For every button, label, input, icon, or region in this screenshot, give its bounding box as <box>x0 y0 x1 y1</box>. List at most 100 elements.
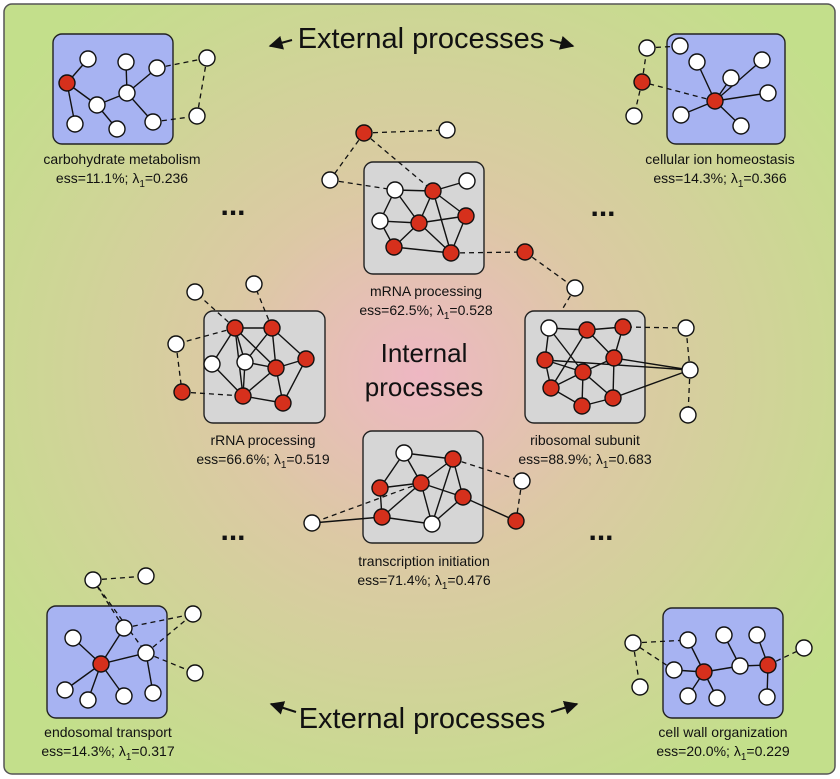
arrow-top-right <box>549 36 575 50</box>
inter-module-edge <box>311 482 422 524</box>
essential-node <box>706 92 724 110</box>
intra-module-edge <box>311 516 383 524</box>
nonessential-node <box>679 687 697 705</box>
essential-node <box>173 383 191 401</box>
nonessential-node <box>188 107 206 125</box>
ellipsis-bottom-right: ... <box>588 514 613 547</box>
inter-module-edge <box>196 57 208 117</box>
essential-node <box>542 379 560 397</box>
nonessential-node <box>186 283 204 301</box>
essential-node <box>297 350 315 368</box>
nonessential-node <box>753 51 771 69</box>
module-carbohydrate-metabolism: carbohydrate metabolism ess=11.1%; λ1=0.… <box>43 33 216 190</box>
essential-node <box>234 387 252 405</box>
nonessential-node <box>64 629 82 647</box>
nonessential-node <box>758 688 776 706</box>
arrow-top-left <box>268 35 293 50</box>
inter-module-edge <box>452 458 523 482</box>
nonessential-node <box>144 684 162 702</box>
nonessential-node <box>677 319 695 337</box>
nonessential-node <box>245 275 263 293</box>
nonessential-node <box>688 53 706 71</box>
module-name: carbohydrate metabolism <box>43 151 200 167</box>
internal-processes-label-line2: processes <box>365 372 484 402</box>
module-name: transcription initiation <box>358 553 490 569</box>
inter-module-edge <box>622 326 687 329</box>
module-cellular-ion-homeostasis: cellular ion homeostasis ess=14.3%; λ1=0… <box>625 33 795 190</box>
inter-module-edge <box>363 129 448 134</box>
nonessential-node <box>395 444 413 462</box>
module-endosomal-transport: endosomal transport ess=14.3%; λ1=0.317 <box>41 567 204 763</box>
external-processes-title-bottom: External processes <box>299 703 546 735</box>
nonessential-node <box>679 406 697 424</box>
essential-node <box>759 656 777 674</box>
essential-node <box>412 474 430 492</box>
intra-module-edge <box>462 496 517 522</box>
essential-node <box>385 238 403 256</box>
nonessential-node <box>167 335 185 353</box>
nonessential-node <box>184 605 202 623</box>
nonessential-node <box>681 361 699 379</box>
nonessential-node <box>79 691 97 709</box>
essential-node <box>92 655 110 673</box>
nonessential-node <box>423 515 441 533</box>
essential-node <box>573 397 591 415</box>
nonessential-node <box>708 689 726 707</box>
module-stats: ess=71.4%; λ1=0.476 <box>357 572 490 592</box>
essential-node <box>536 351 554 369</box>
nonessential-node <box>115 619 133 637</box>
module-rrna-processing: rRNA processing ess=66.6%; λ1=0.519 <box>167 275 330 471</box>
inter-module-edge <box>123 613 194 629</box>
essential-node <box>355 124 373 142</box>
nonessential-node <box>88 96 106 114</box>
nonessential-node <box>144 113 162 131</box>
inter-module-edge <box>515 480 523 522</box>
nonessential-node <box>566 279 584 297</box>
nonessential-node <box>108 120 126 138</box>
intra-module-edge <box>548 327 584 373</box>
essential-node <box>371 479 389 497</box>
inter-module-edge <box>92 579 147 654</box>
essential-node <box>274 394 292 412</box>
essential-node <box>604 389 622 407</box>
nonessential-node <box>438 121 456 139</box>
essential-node <box>263 319 281 337</box>
module-stats: ess=62.5%; λ1=0.528 <box>359 302 492 322</box>
essential-node <box>605 349 623 367</box>
essential-node <box>695 663 713 681</box>
inter-module-edge <box>524 251 576 289</box>
essential-node <box>226 319 244 337</box>
ellipsis-top-right: ... <box>590 190 615 223</box>
intra-module-edge <box>550 329 588 389</box>
nonessential-node <box>759 84 777 102</box>
nonessential-node <box>731 657 749 675</box>
nonessential-node <box>321 171 339 189</box>
nonessential-node <box>722 69 740 87</box>
nonessential-node <box>665 661 683 679</box>
nonessential-node <box>371 212 389 230</box>
inter-module-edge <box>632 639 689 644</box>
nonessential-node <box>117 53 135 71</box>
essential-node <box>442 244 460 262</box>
background-panel <box>3 3 836 775</box>
nonessential-node <box>79 50 97 68</box>
essential-node <box>424 182 442 200</box>
module-name: mRNA processing <box>370 283 482 299</box>
nonessential-node <box>66 115 84 133</box>
nonessential-node <box>748 626 766 644</box>
inter-module-edge <box>329 132 365 181</box>
nonessential-node <box>84 571 102 589</box>
nonessential-node <box>118 84 136 102</box>
essential-node <box>410 214 428 232</box>
intra-module-edge <box>612 369 691 399</box>
inter-module-edge <box>641 81 716 102</box>
module-stats: ess=88.9%; λ1=0.683 <box>518 451 651 471</box>
essential-node <box>267 359 285 377</box>
nonessential-node <box>115 687 133 705</box>
essential-node <box>614 318 632 336</box>
nonessential-node <box>137 644 155 662</box>
intra-module-edge <box>432 190 452 254</box>
module-stats: ess=14.3%; λ1=0.317 <box>41 743 174 763</box>
nonessential-node <box>386 181 404 199</box>
